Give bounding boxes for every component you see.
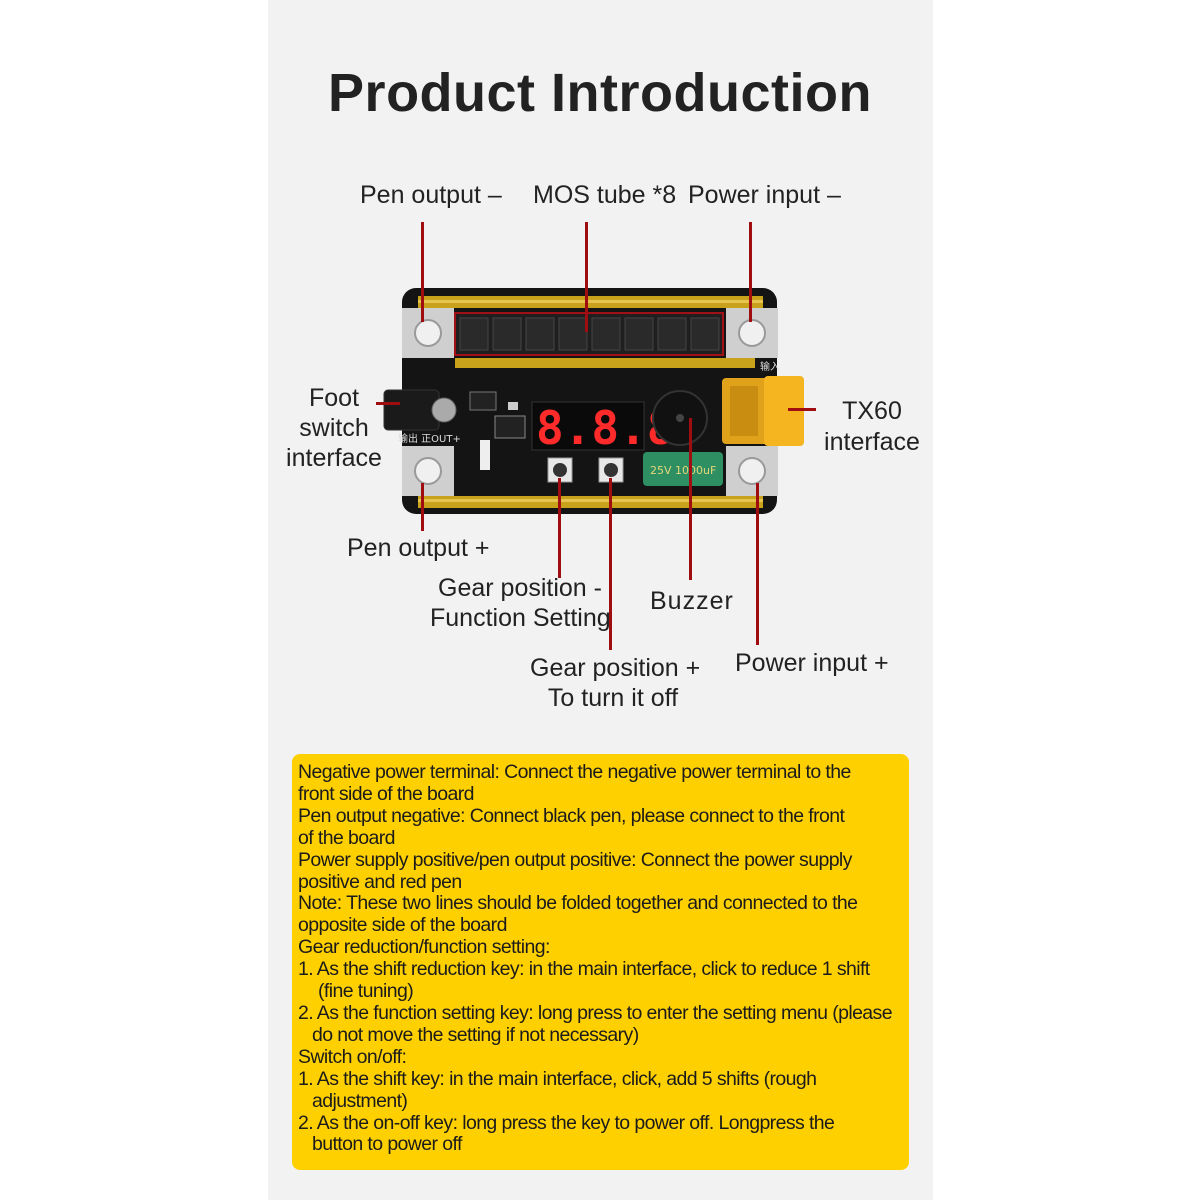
info-line: Gear reduction/function setting:: [298, 936, 550, 959]
info-line: opposite side of the board: [298, 914, 507, 937]
label-pen-output-positive: Pen output +: [347, 534, 490, 562]
label-tx60-interface: TX60 interface: [824, 397, 920, 456]
leader-power-input-negative: [749, 222, 752, 322]
info-line: Pen output negative: Connect black pen, …: [298, 804, 845, 827]
info-line: adjustment): [312, 1089, 408, 1112]
leader-lines: [376, 222, 816, 650]
led-display: [531, 401, 645, 451]
info-line: of the board: [298, 826, 395, 849]
info-line: Power supply positive/pen output positiv…: [298, 848, 852, 871]
leader-pen-output-negative: [421, 222, 424, 322]
label-gear-minus: Gear position - Function Setting: [430, 574, 611, 632]
info-line: button to power off: [312, 1133, 462, 1156]
info-line: Note: These two lines should be folded t…: [298, 892, 858, 915]
capacitor-text: 25V 1000uF: [650, 464, 716, 477]
leader-foot-switch: [376, 402, 400, 405]
info-line: 2. As the function setting key: long pre…: [298, 1001, 893, 1024]
instructions-box: Negative power terminal: Connect the neg…: [292, 754, 909, 1170]
silkscreen-in: 输入: [760, 360, 780, 373]
label-power-input-negative: Power input –: [688, 181, 841, 209]
board-illustration: 8.8.8. 25V 1000uF 输入 输出 正OUT+: [376, 222, 816, 650]
info-line: do not move the setting if not necessary…: [312, 1023, 639, 1046]
label-buzzer: Buzzer: [650, 587, 734, 615]
info-line: (fine tuning): [318, 980, 414, 1003]
leader-pen-output-positive: [421, 483, 424, 531]
leader-buzzer: [689, 418, 692, 580]
foot-switch-jack: [383, 389, 440, 431]
page-title: Product Introduction: [328, 63, 872, 123]
info-line: positive and red pen: [298, 870, 462, 893]
label-power-input-positive: Power input +: [735, 649, 889, 677]
info-line: 2. As the on-off key: long press the key…: [298, 1111, 835, 1134]
label-pen-output-negative: Pen output –: [360, 181, 502, 209]
label-foot-switch-interface: Foot switch interface: [286, 384, 382, 472]
info-line: front side of the board: [298, 782, 475, 805]
capacitor: [643, 452, 723, 486]
label-gear-plus: Gear position + To turn it off: [530, 654, 701, 712]
leader-tx60: [788, 408, 816, 411]
label-mos-tube: MOS tube *8: [533, 181, 677, 209]
leader-mos-tube: [585, 222, 588, 332]
silkscreen-out: 输出 正OUT+: [398, 432, 461, 445]
info-line: Negative power terminal: Connect the neg…: [298, 761, 851, 783]
info-line: 1. As the shift reduction key: in the ma…: [298, 958, 870, 981]
info-line: 1. As the shift key: in the main interfa…: [298, 1067, 817, 1090]
leader-gear-plus: [609, 478, 612, 650]
leader-gear-minus: [558, 478, 561, 578]
info-line: Switch on/off:: [298, 1045, 407, 1068]
leader-power-input-positive: [756, 483, 759, 645]
